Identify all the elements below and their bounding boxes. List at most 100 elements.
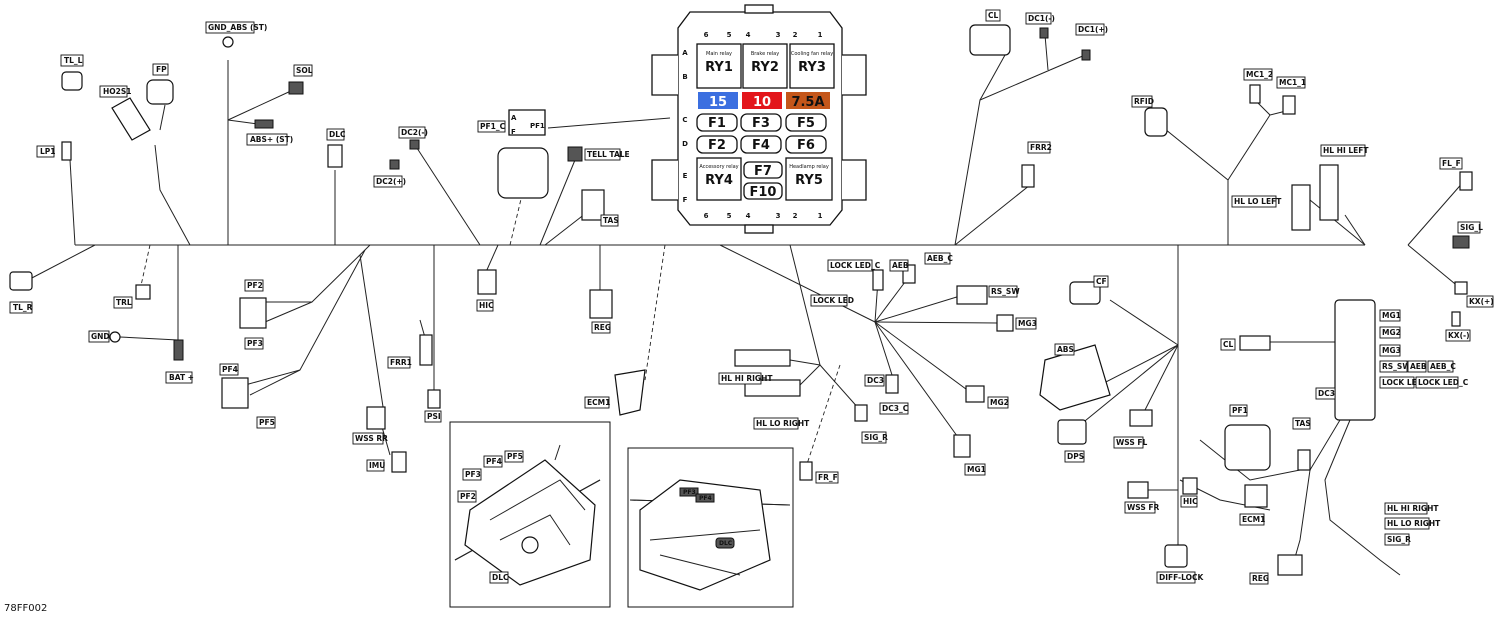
svg-text:LOCK LED: LOCK LED — [1382, 378, 1423, 387]
svg-text:PF5: PF5 — [259, 418, 275, 427]
inset1-label-pf3: PF3 — [462, 468, 482, 481]
inset2-label-dlc: DLC — [719, 540, 733, 547]
pin-bottom-5: 5 — [727, 212, 732, 220]
svg-text:AEB: AEB — [892, 261, 909, 270]
label-mg1: MG1 — [964, 463, 986, 476]
connector-psi — [427, 389, 441, 409]
connector-fr-f — [799, 461, 813, 481]
rating-10: 10 — [742, 92, 782, 110]
label-lock-led-c-right: LOCK LED_C — [1415, 376, 1469, 389]
diagram-code: 78FF002 — [4, 603, 47, 614]
pin-top-4: 4 — [746, 31, 751, 39]
connector-lock-led — [872, 269, 884, 291]
label-wss-fl: WSS FL — [1113, 436, 1147, 449]
row-e: E — [683, 172, 688, 180]
relay-ry4: Accessory relay RY4 — [696, 157, 742, 201]
connector-trl — [135, 284, 151, 300]
svg-text:F4: F4 — [752, 138, 770, 153]
label-mg3: MG3 — [1015, 317, 1037, 330]
pin-top-3: 3 — [776, 31, 781, 39]
label-kx-plus: KX(+) — [1466, 295, 1494, 308]
svg-text:ECM1: ECM1 — [1242, 515, 1265, 524]
label-dc2-minus: DC2(-) — [398, 126, 428, 139]
relay-ry3: Cooling fan relay RY3 — [789, 43, 835, 89]
svg-text:GND: GND — [91, 332, 110, 341]
svg-text:7.5A: 7.5A — [791, 95, 824, 110]
connector-hl-hi-left — [1319, 164, 1339, 221]
connector-lp1 — [61, 141, 72, 161]
svg-text:HIC: HIC — [1183, 497, 1198, 506]
label-mg2: MG2 — [987, 396, 1009, 409]
svg-text:ABS: ABS — [1057, 345, 1074, 354]
connectors — [9, 24, 1473, 576]
connector-sol — [288, 81, 304, 95]
svg-text:RS_SW: RS_SW — [1382, 362, 1411, 371]
svg-text:F10: F10 — [750, 185, 777, 200]
svg-text:DLC: DLC — [492, 573, 509, 582]
inset1-label-dlc: DLC — [489, 571, 509, 584]
svg-text:RY4: RY4 — [705, 173, 733, 188]
label-mg2-right: MG2 — [1379, 326, 1401, 339]
label-fl-f: FL_F — [1439, 157, 1463, 170]
label-pf4: PF4 — [219, 363, 239, 376]
label-ecm1: ECM1 — [584, 396, 610, 409]
svg-text:F: F — [511, 128, 516, 136]
inset-detail-2: PF3 PF4 DLC — [627, 447, 794, 608]
row-b: B — [682, 73, 687, 81]
fuse-f1: F1 — [696, 113, 738, 132]
svg-text:TAS: TAS — [603, 216, 619, 225]
label-hl-lo-right-r: HL LO RIGHT — [1384, 517, 1441, 530]
rating-7-5a: 7.5A — [786, 92, 830, 110]
connector-mg2 — [965, 385, 985, 403]
svg-text:FR_F: FR_F — [818, 473, 838, 482]
connector-tl-l — [61, 71, 83, 91]
svg-text:15: 15 — [709, 95, 727, 110]
label-rfid: RFID — [1131, 95, 1154, 108]
connector-cluster-right — [1334, 299, 1376, 421]
label-fr-f: FR_F — [815, 471, 839, 484]
label-tl-r: TL_R — [9, 301, 33, 314]
label-lock-led: LOCK LED — [810, 294, 854, 307]
svg-text:Headlamp relay: Headlamp relay — [789, 164, 829, 170]
svg-text:RS_SW: RS_SW — [991, 287, 1020, 296]
svg-text:RY3: RY3 — [798, 60, 826, 75]
label-tell-tale: TELL TALE — [584, 148, 630, 161]
label-pf3: PF3 — [244, 337, 264, 350]
connector-diff-lock — [1164, 544, 1188, 568]
connector-pf4-pf5 — [221, 377, 249, 409]
svg-text:ABS+ (ST): ABS+ (ST) — [250, 135, 293, 144]
label-mg1-right: MG1 — [1379, 309, 1401, 322]
connector-cl — [969, 24, 1011, 56]
fuse-f10: F10 — [743, 182, 783, 200]
svg-text:HL HI RIGHT: HL HI RIGHT — [1387, 504, 1439, 513]
label-dc2-plus: DC2(+) — [373, 175, 406, 188]
connector-ecm1 — [614, 369, 646, 416]
connector-rfid — [1144, 107, 1168, 137]
svg-text:LOCK LED: LOCK LED — [813, 296, 854, 305]
svg-text:BAT +: BAT + — [169, 373, 194, 382]
svg-text:KX(+): KX(+) — [1469, 297, 1494, 306]
svg-text:CF: CF — [1096, 277, 1107, 286]
inset1-label-pf5: PF5 — [504, 450, 524, 463]
svg-text:HIC: HIC — [479, 301, 494, 310]
connector-dc1-plus — [1081, 49, 1091, 61]
row-d: D — [682, 140, 688, 148]
fuse-f5: F5 — [785, 113, 827, 132]
svg-text:PF1_C: PF1_C — [480, 122, 506, 131]
label-dc3: DC3 — [864, 374, 885, 387]
svg-text:PF4: PF4 — [222, 365, 238, 374]
connector-reg-right — [1277, 554, 1303, 576]
label-tl-l: TL_L — [60, 54, 84, 67]
svg-text:TELL TALE: TELL TALE — [587, 150, 630, 159]
connector-cl-right — [1239, 335, 1271, 351]
connector-hl-hi-right — [734, 349, 791, 367]
label-aeb: AEB — [889, 259, 909, 272]
label-wss-fr: WSS FR — [1124, 501, 1159, 514]
row-f: F — [683, 196, 688, 204]
svg-text:Brake relay: Brake relay — [751, 51, 779, 57]
inset1-label-pf4: PF4 — [483, 455, 503, 468]
svg-text:MG3: MG3 — [1382, 346, 1401, 355]
svg-text:HL LO RIGHT: HL LO RIGHT — [756, 419, 810, 428]
svg-text:AEB_C: AEB_C — [927, 254, 953, 263]
label-hl-hi-right-r: HL HI RIGHT — [1384, 502, 1439, 515]
